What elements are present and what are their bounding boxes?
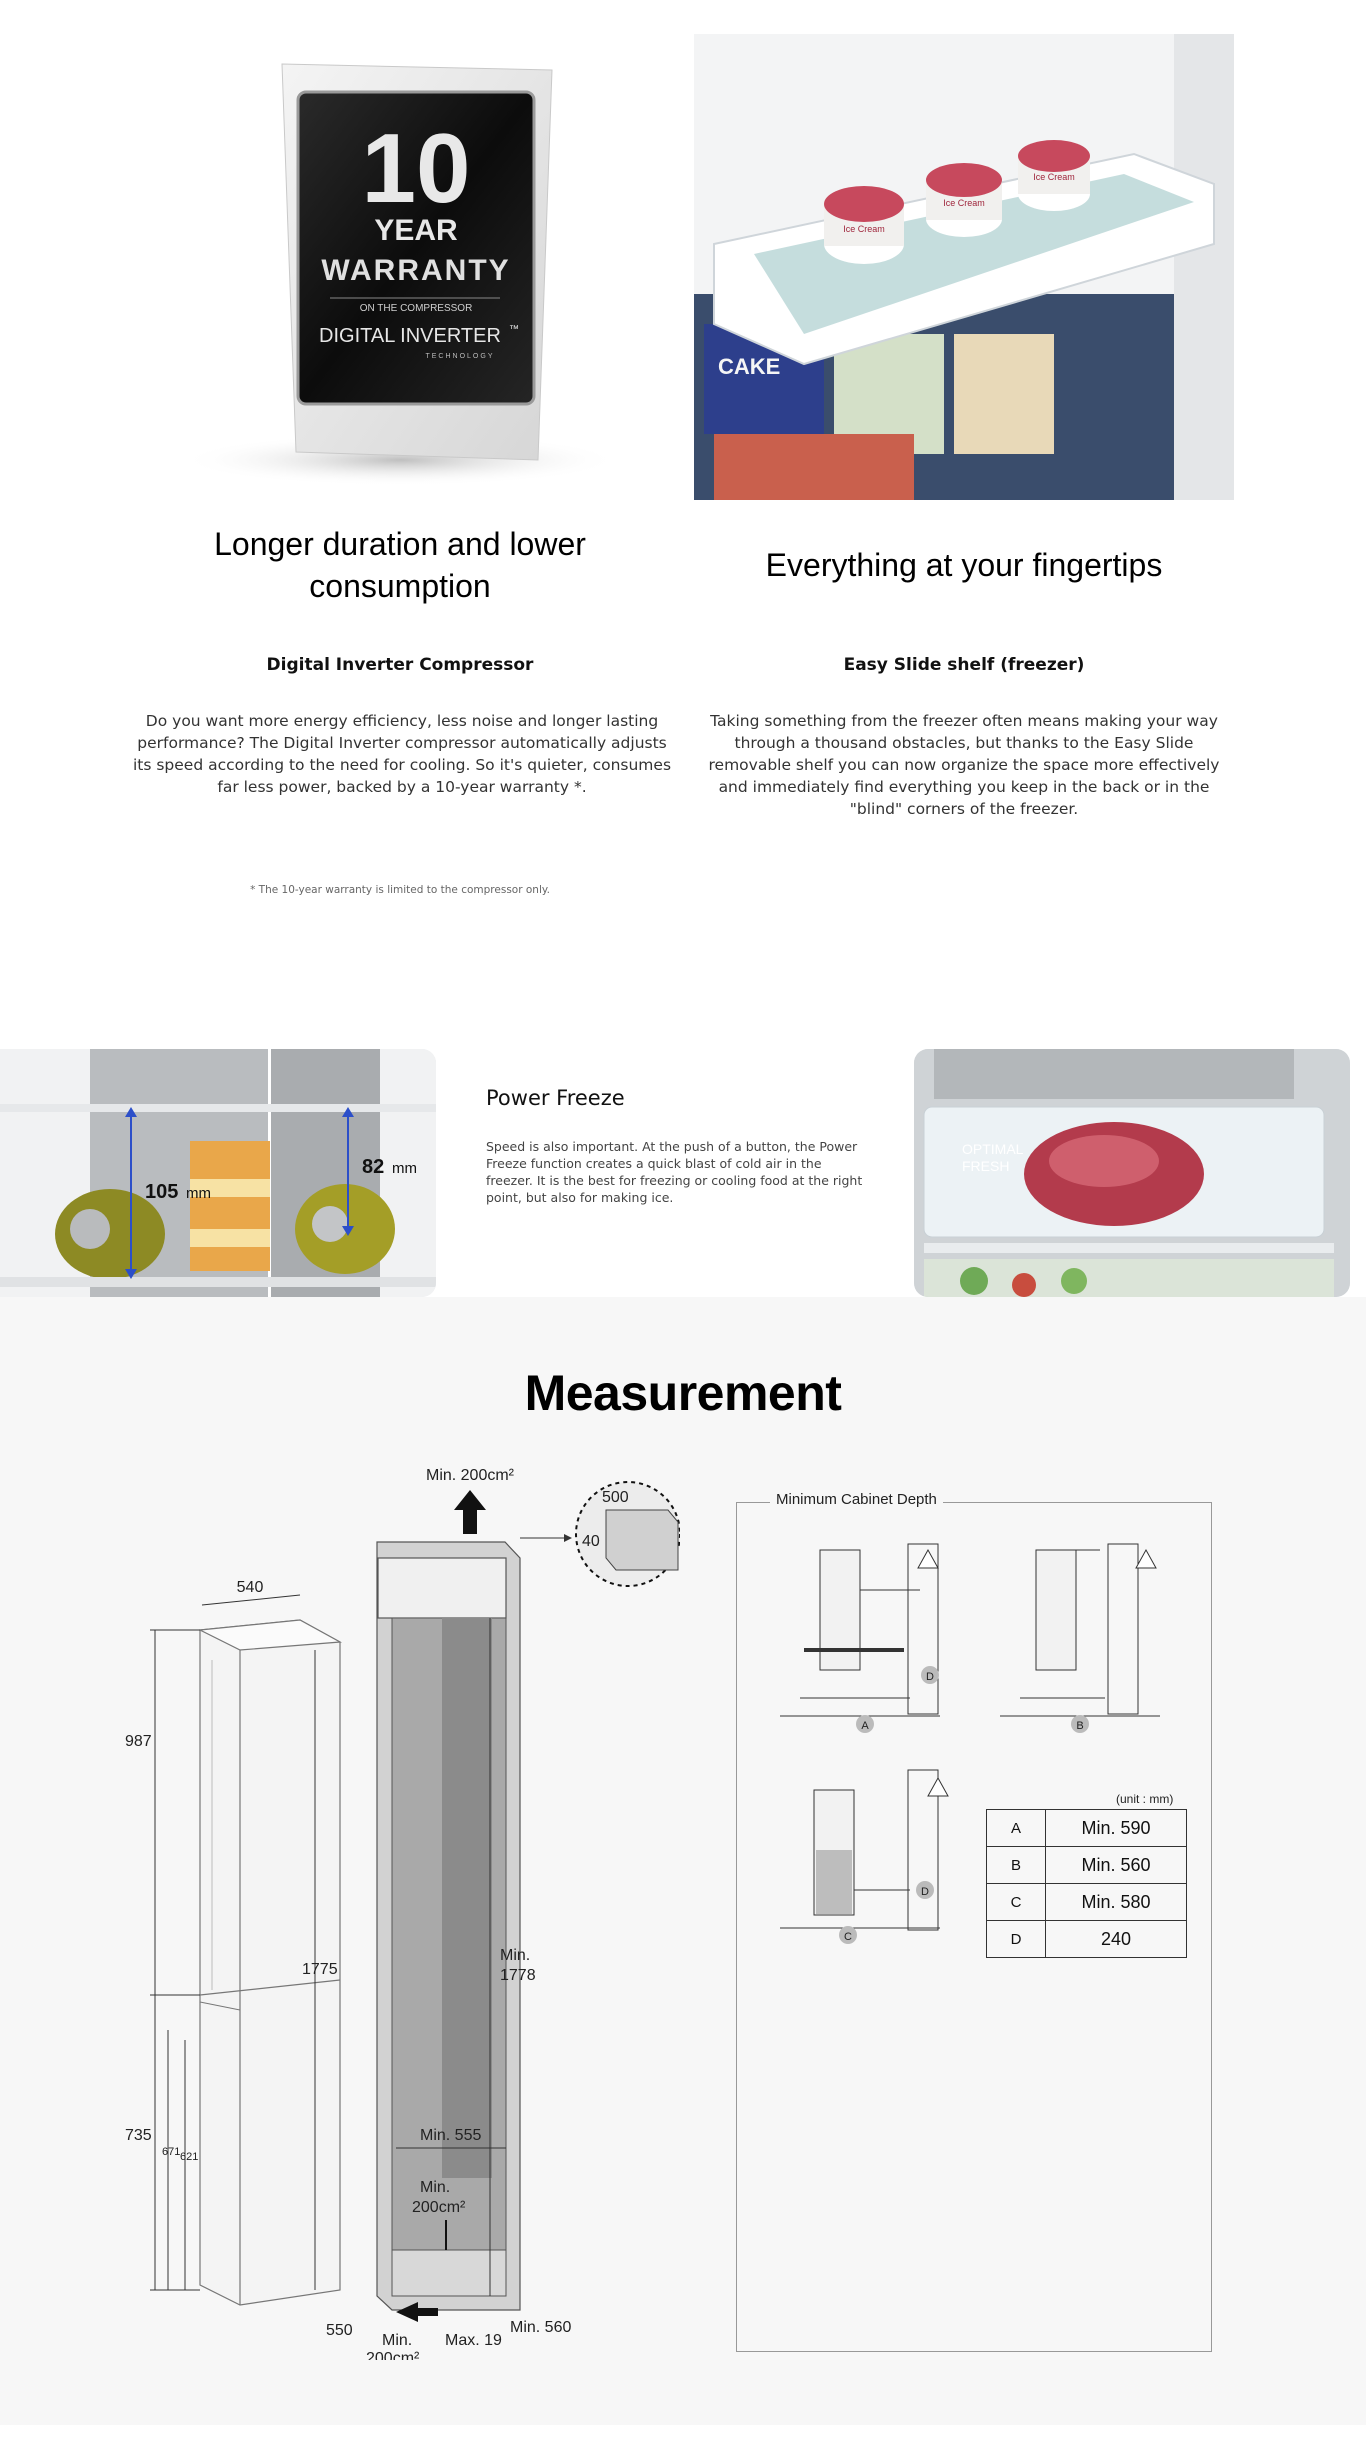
drawer-text-fresh: FRESH xyxy=(962,1158,1009,1174)
panel-a-d-marker: D xyxy=(926,1671,934,1683)
dimension-diagram: 540 987 735 671 621 1775 550 Min. 200cm²… xyxy=(125,1467,680,2360)
warranty-badge-image: 10 YEAR WARRANTY ON THE COMPRESSOR DIGIT… xyxy=(130,40,670,500)
feature-title-inverter-line1: Longer duration and lower xyxy=(214,526,586,562)
cake-box-label: CAKE xyxy=(718,354,780,379)
badge-warranty: WARRANTY xyxy=(321,254,510,287)
measurement-title: Measurement xyxy=(524,1365,842,1421)
table-key: D xyxy=(986,1920,1046,1958)
power-freeze-body: Speed is also important. At the push of … xyxy=(486,1139,863,1205)
table-value: Min. 560 xyxy=(1045,1846,1187,1884)
cabinet-depth-box xyxy=(736,1502,1212,2352)
dim-height-621: 621 xyxy=(180,2151,198,2163)
vent-mid-200: 200cm² xyxy=(412,2199,466,2216)
tub-label-2: Ice Cream xyxy=(943,198,985,208)
niche-min-label: Min. xyxy=(500,1947,530,1964)
badge-digital-inverter: DIGITAL INVERTER xyxy=(319,325,501,347)
shelf-height-image: 105 mm 82 mm xyxy=(0,1049,436,1297)
panel-c-marker: C xyxy=(844,1931,852,1943)
tub-label-1: Ice Cream xyxy=(843,224,885,234)
feature-body-easy-slide: Taking something from the freezer often … xyxy=(708,712,1220,818)
fresh-drawer-image: OPTIMAL FRESH xyxy=(914,1049,1350,1297)
cabinet-depth-diagrams: A D B D C xyxy=(780,1543,1160,1944)
badge-tm: ™ xyxy=(509,324,519,335)
dim-height-987: 987 xyxy=(125,1733,152,1750)
cabinet-depth-title: Minimum Cabinet Depth xyxy=(770,1491,943,1508)
dim-height-735: 735 xyxy=(125,2127,152,2144)
dim-height-671: 671 xyxy=(162,2146,180,2158)
table-key: B xyxy=(986,1846,1046,1884)
panel-b-marker: B xyxy=(1076,1720,1083,1732)
feature-subtitle-inverter: Digital Inverter Compressor xyxy=(266,655,534,675)
niche-max-19: Max. 19 xyxy=(445,2332,502,2349)
vent-top-label: Min. 200cm² xyxy=(426,1467,515,1484)
vent-mid-min: Min. xyxy=(420,2179,450,2196)
dim-width-540: 540 xyxy=(237,1579,264,1596)
drawer-text-optimal: OPTIMAL xyxy=(962,1141,1024,1157)
panel-a-marker: A xyxy=(861,1720,869,1732)
inset-500: 500 xyxy=(602,1489,629,1506)
dim-105-unit: mm xyxy=(186,1185,211,1202)
table-key: C xyxy=(986,1883,1046,1921)
unit-label: (unit : mm) xyxy=(1116,1792,1174,1806)
feature-body-inverter: Do you want more energy efficiency, less… xyxy=(132,712,672,796)
table-key: A xyxy=(986,1809,1046,1847)
feature-title-inverter: Longer duration and lower consumption xyxy=(130,523,670,607)
niche-1778-label: 1778 xyxy=(500,1967,536,1984)
dim-depth-550: 550 xyxy=(326,2322,353,2339)
dim-82-value: 82 xyxy=(362,1156,384,1178)
badge-technology: TECHNOLOGY xyxy=(425,353,494,360)
warranty-footnote: * The 10-year warranty is limited to the… xyxy=(250,884,550,896)
feature-title-easy-slide: Everything at your fingertips xyxy=(765,547,1163,583)
panel-c-d-marker: D xyxy=(921,1886,929,1898)
vent-bottom-200: 200cm² xyxy=(366,2350,420,2360)
feature-subtitle-easy-slide: Easy Slide shelf (freezer) xyxy=(843,655,1085,675)
table-value: Min. 590 xyxy=(1045,1809,1187,1847)
table-value: Min. 580 xyxy=(1045,1883,1187,1921)
dim-82-unit: mm xyxy=(392,1160,417,1177)
feature-title-inverter-line2: consumption xyxy=(309,568,491,604)
niche-depth-560: Min. 560 xyxy=(510,2319,571,2336)
badge-number: 10 xyxy=(361,113,470,223)
niche-width-555: Min. 555 xyxy=(420,2127,481,2144)
power-freeze-title: Power Freeze xyxy=(486,1086,625,1110)
easy-slide-shelf-image: CAKE Ice Cream Ice Cream Ice Cream xyxy=(694,34,1234,500)
vent-bottom-min: Min. xyxy=(382,2332,412,2349)
table-value: 240 xyxy=(1045,1920,1187,1958)
badge-on-compressor: ON THE COMPRESSOR xyxy=(360,303,473,314)
tub-label-3: Ice Cream xyxy=(1033,172,1075,182)
inset-40: 40 xyxy=(582,1533,600,1550)
dim-height-1775: 1775 xyxy=(302,1961,338,1978)
dim-105-value: 105 xyxy=(145,1181,178,1203)
badge-year: YEAR xyxy=(374,214,458,247)
